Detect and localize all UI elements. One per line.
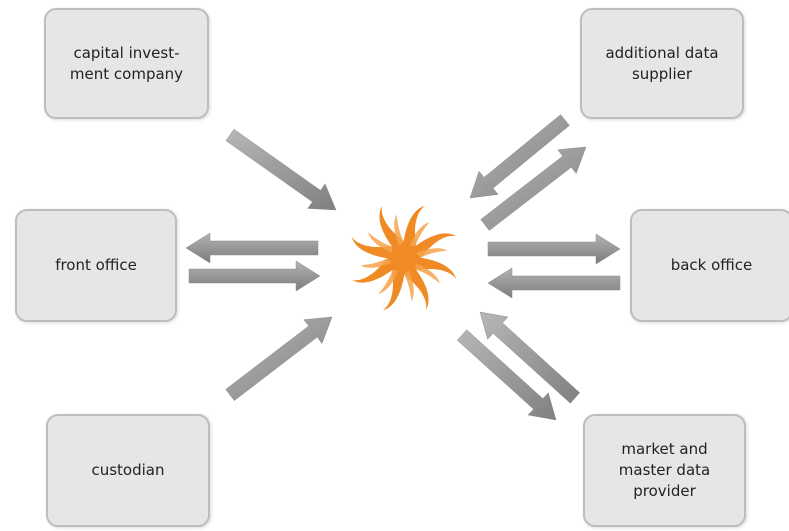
- node-label-line: custodian: [91, 461, 165, 479]
- arrow-custodian-to-center: [225, 316, 333, 401]
- node-label-line: capital invest-: [73, 43, 180, 62]
- node-label-line: master data: [618, 461, 711, 479]
- swirl-arm: [402, 256, 457, 280]
- arrow-capital-to-center: [225, 128, 337, 211]
- swirl-arm-inner: [409, 222, 430, 247]
- node-additional-data-supplier: additional data supplier: [580, 8, 744, 119]
- swirl-arm-inner: [404, 270, 414, 302]
- node-label-line: provider: [633, 482, 696, 500]
- swirl-arm-inner: [368, 232, 393, 253]
- arrow-market-to-center: [479, 311, 581, 404]
- swirl-arm: [351, 236, 406, 260]
- orange-swirl-icon: [351, 205, 457, 311]
- node-label-line: market and: [621, 440, 708, 458]
- swirl-arm-inner: [416, 248, 448, 258]
- node-back-office: back office: [630, 209, 789, 322]
- swirl-arm: [382, 256, 406, 311]
- arrow-additional-to-center: [480, 146, 587, 231]
- arrow-center-to-back: [487, 267, 621, 299]
- node-capital-investment-company: capital invest- ment company: [44, 8, 209, 119]
- swirl-arm: [402, 205, 426, 260]
- arrow-back-to-center-top: [487, 233, 621, 265]
- node-label-line: ment company: [69, 64, 184, 83]
- node-market-and-master-data-provider: market and master data provider: [583, 414, 746, 527]
- node-label-line: supplier: [631, 64, 693, 83]
- swirl-arm-inner: [394, 214, 404, 246]
- arrow-center-to-additional: [469, 114, 570, 199]
- node-front-office: front office: [15, 209, 177, 322]
- swirl-arm-inner: [415, 263, 440, 284]
- arrow-center-to-market: [456, 329, 557, 421]
- node-custodian: custodian: [46, 414, 210, 527]
- arrow-front-to-center: [188, 260, 321, 292]
- node-label-line: additional data: [605, 43, 719, 62]
- swirl-arm-inner: [378, 269, 399, 294]
- node-label-line: front office: [55, 256, 137, 274]
- node-label-line: back office: [670, 256, 753, 274]
- arrow-center-to-front: [185, 232, 319, 264]
- swirl-arm-inner: [360, 258, 392, 268]
